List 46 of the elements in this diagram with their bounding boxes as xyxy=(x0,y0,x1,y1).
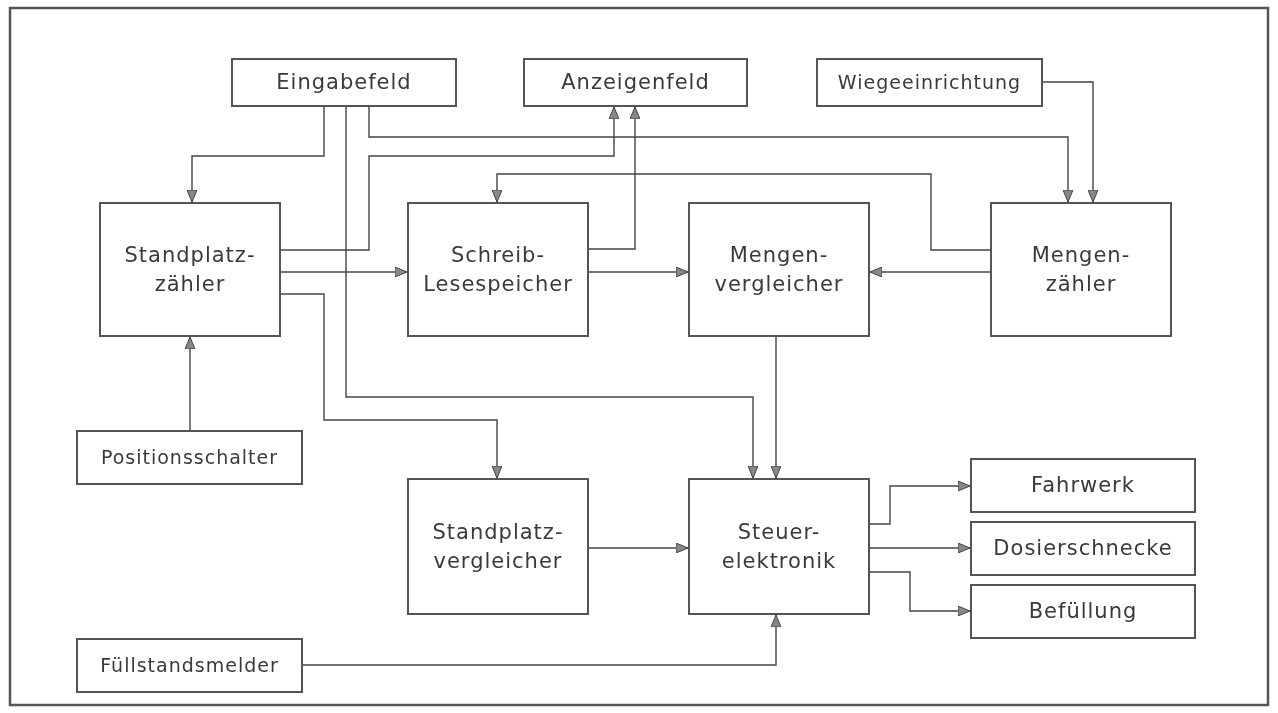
block-box xyxy=(990,202,1172,337)
block-box xyxy=(688,478,870,615)
arrow xyxy=(280,266,408,278)
block-box xyxy=(99,202,281,337)
arrow xyxy=(869,266,991,278)
block-box xyxy=(407,202,589,337)
block-box xyxy=(816,58,1043,107)
block-label: Dosierschnecke xyxy=(993,535,1173,563)
block-label: Standplatz- zähler xyxy=(123,242,257,298)
arrow xyxy=(345,106,759,479)
block-label: Mengen- vergleicher xyxy=(713,242,845,298)
block-label: Fahrwerk xyxy=(1031,472,1135,500)
block-box xyxy=(688,202,870,337)
block-box xyxy=(76,638,303,693)
block-label: Füllstandsmelder xyxy=(100,652,279,678)
block-label: Mengen- zähler xyxy=(1030,242,1132,298)
arrow xyxy=(184,336,196,431)
block-label: Wiegeeinrichtung xyxy=(837,69,1022,95)
arrow xyxy=(186,106,325,203)
arrow xyxy=(588,106,641,250)
block-box xyxy=(970,521,1196,576)
block-box xyxy=(76,430,303,485)
arrow xyxy=(869,480,971,525)
arrow xyxy=(491,173,991,251)
block-label: Standplatz- vergleicher xyxy=(431,519,565,575)
block-label: Befüllung xyxy=(1028,598,1138,626)
arrow xyxy=(368,106,1074,203)
block-box xyxy=(970,458,1196,513)
arrow xyxy=(302,614,782,666)
block-label: Anzeigenfeld xyxy=(561,69,710,97)
block-box xyxy=(231,58,457,107)
arrow xyxy=(280,106,620,251)
arrow xyxy=(280,293,503,479)
arrow xyxy=(1042,81,1099,203)
block-box xyxy=(407,478,589,615)
block-label: Eingabefeld xyxy=(276,69,412,97)
arrow xyxy=(770,336,782,479)
arrow xyxy=(588,542,689,554)
block-box xyxy=(970,584,1196,639)
arrow xyxy=(869,542,971,554)
arrow xyxy=(588,266,689,278)
block-label: Steuer- elektronik xyxy=(720,519,838,575)
block-label: Schreib- Lesespeicher xyxy=(423,242,573,298)
arrow xyxy=(869,571,971,617)
block-box xyxy=(523,58,748,107)
block-label: Positionsschalter xyxy=(100,444,279,470)
